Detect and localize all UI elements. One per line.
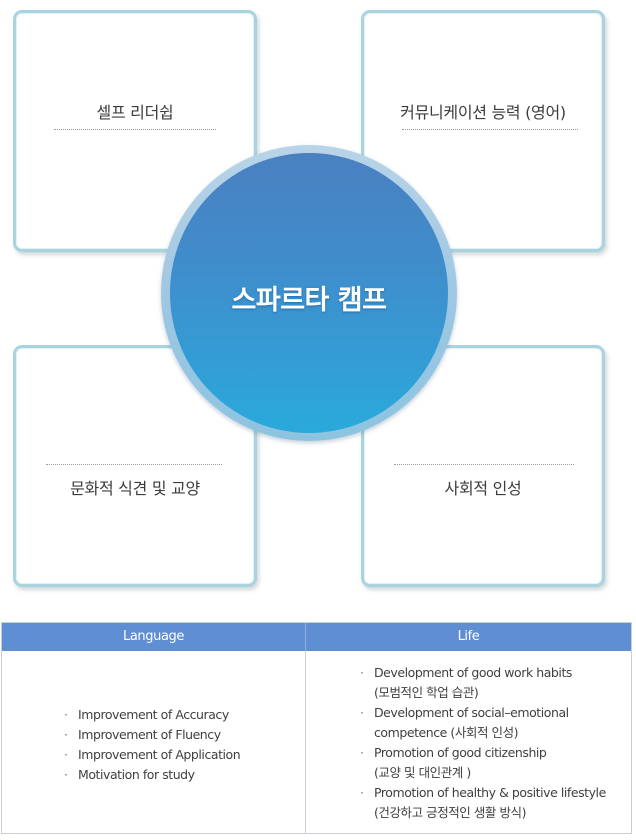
list-item-subtext: (교양 및 대인관계 ) [374, 765, 471, 780]
header-life: Life [457, 629, 480, 644]
card-label: 문화적 식견 및 교양 [70, 479, 200, 498]
column-divider [305, 623, 306, 833]
card-social: 사회적 인성 [361, 345, 605, 587]
dotted-divider [394, 464, 574, 465]
header-language: Language [123, 629, 184, 644]
list-item-subtext: (건강하고 긍정적인 생활 방식) [374, 805, 527, 820]
center-title: 스파르타 캠프 [231, 285, 387, 316]
list-item: · Promotion of good citizenship (교양 및 대인관계… [360, 743, 606, 783]
card-label: 셀프 리더쉽 [96, 103, 174, 122]
table-header: Language Life [2, 623, 631, 651]
list-item-text: Development of good work habits [374, 665, 572, 680]
bullet: · [64, 767, 68, 782]
bullet: · [64, 747, 68, 762]
card-label: 커뮤니케이션 능력 (영어) [400, 103, 566, 122]
center-circle [170, 153, 448, 433]
bullet: · [64, 707, 68, 722]
bullet: · [64, 727, 68, 742]
bullet: · [360, 745, 364, 760]
list-item-text: Improvement of Fluency [78, 727, 221, 742]
life-list: · Development of good work habits (모범적인 학업… [360, 663, 606, 823]
list-item-text: Development of social–emotional [374, 705, 569, 720]
list-item: · Promotion of healthy & positive lifesty… [360, 783, 606, 823]
bullet: · [360, 665, 364, 680]
bullet: · [360, 705, 364, 720]
list-item: · Improvement of Application [64, 745, 241, 765]
dotted-divider [54, 129, 216, 130]
dotted-divider [402, 129, 578, 130]
dotted-divider [46, 464, 222, 465]
program-table: Language Life · Improvement of Accuracy ·… [1, 622, 632, 834]
list-item: · Motivation for study [64, 765, 240, 785]
list-item: · Improvement of Accuracy [64, 705, 240, 725]
list-item-text: Improvement of Application [78, 747, 241, 762]
bullet: · [360, 785, 364, 800]
card-communication: 커뮤니케이션 능력 (영어) [361, 10, 605, 252]
language-list: · Improvement of Accuracy · Improvement of… [64, 705, 241, 785]
list-item-text: Promotion of good citizenship [374, 745, 547, 760]
list-item-subtext: competence (사회적 인성) [374, 725, 519, 740]
list-item-subtext: (모범적인 학업 습관) [374, 685, 479, 700]
list-item: · Development of social–emotional competen… [360, 703, 606, 743]
card-label: 사회적 인성 [444, 479, 522, 498]
list-item-text: Improvement of Accuracy [78, 707, 229, 722]
list-item-text: Motivation for study [78, 767, 195, 782]
list-item: · Improvement of Fluency [64, 725, 240, 745]
list-item: · Development of good work habits (모범적인 학업… [360, 663, 606, 703]
header-column-divider [305, 623, 306, 651]
list-item-text: Promotion of healthy & positive lifestyl… [374, 785, 606, 800]
card-self-leadership: 셀프 리더쉽 [13, 10, 257, 252]
